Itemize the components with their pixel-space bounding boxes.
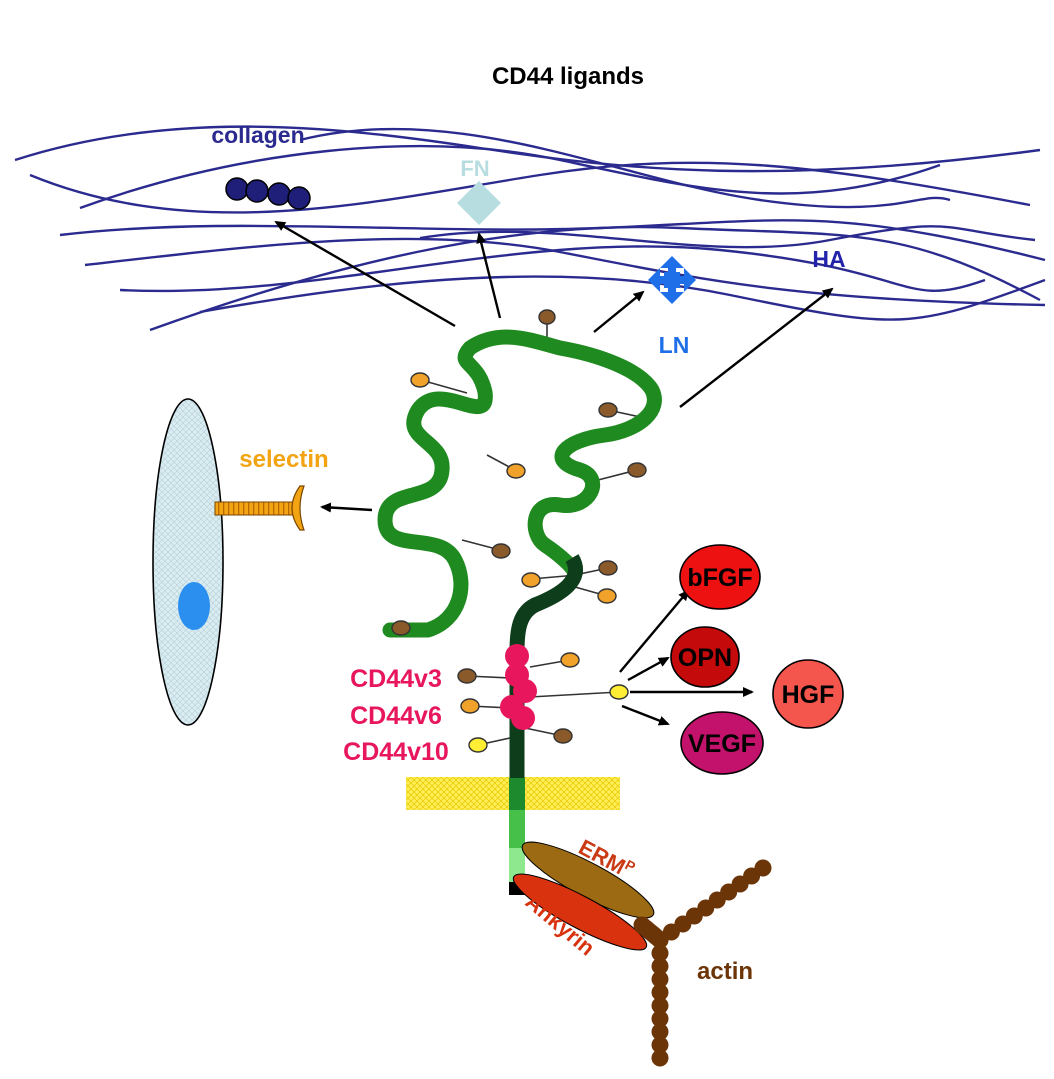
collagen-ligand: collagen [211,122,311,210]
actin-monomer [651,997,669,1015]
bfgf-label: bFGF [687,564,752,592]
actin-monomer [651,1036,669,1054]
ecm-fibers [14,125,1046,332]
growth-factor-vegf: VEGF [680,711,764,775]
variant-exons [500,644,537,730]
variant-label-v3: CD44v3 [350,665,442,693]
laminin-ligand: LN [648,256,696,358]
actin-monomer [754,859,772,877]
actin-filament [633,859,772,1067]
actin-monomer [651,1010,669,1028]
ligand-arrows [274,220,834,513]
cd44-ectodomain [377,329,662,638]
actin-monomer [651,957,669,975]
actin-monomer [651,1023,669,1041]
collagen-label: collagen [211,122,304,148]
actin-label: actin [697,958,753,985]
growth-factor-hgf: HGF [772,659,844,729]
cd44-tail-upper [509,810,525,848]
vegf-label: VEGF [688,730,756,758]
growth-factor-arrows [619,589,754,726]
actin-monomer [651,1049,669,1067]
growth-factor-bfgf: bFGF [679,544,761,610]
selectin-label: selectin [239,446,328,473]
glycan-heads [391,309,647,753]
actin-monomer [651,931,669,949]
ln-label: LN [659,332,690,358]
growth-factor-opn: OPN [670,626,740,688]
cell-nucleus [178,582,210,630]
selectin-cell: selectin [152,398,329,726]
actin-monomer [651,970,669,988]
hgf-label: HGF [782,681,835,709]
variant-label-v10: CD44v10 [343,738,449,766]
cd44-transmembrane [509,778,525,811]
diagram-title: CD44 ligands [492,63,644,90]
fn-label: FN [460,156,489,181]
actin-monomer [651,944,669,962]
fibronectin-ligand: FN [457,156,501,225]
ha-label: HA [812,246,845,272]
actin-monomer [651,983,669,1001]
variant-label-v6: CD44v6 [350,702,442,730]
actin-monomer [633,916,651,934]
ankyrin-protein [512,873,648,951]
opn-label: OPN [678,644,732,672]
